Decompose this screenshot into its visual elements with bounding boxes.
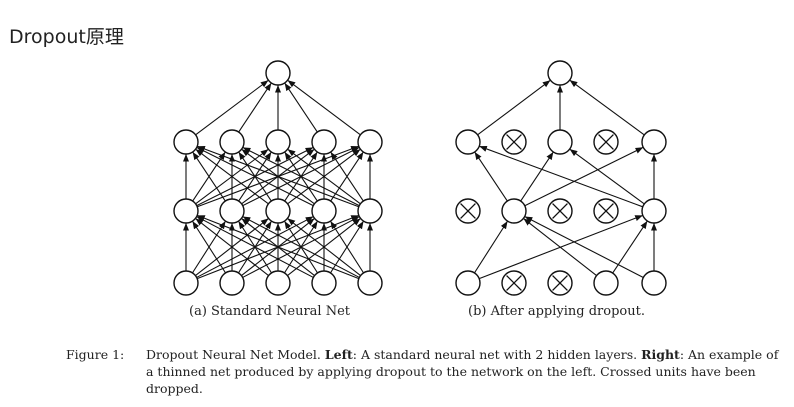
unit-node [641, 129, 667, 155]
unit-node [311, 270, 337, 296]
connection-arrow [569, 79, 645, 136]
connection-arrow [192, 151, 226, 202]
unit-node [265, 60, 291, 86]
connection-arrow [242, 216, 360, 278]
panel-b-caption: (b) After applying dropout. [468, 304, 645, 319]
connection-arrow [242, 146, 360, 207]
connection-arrow [197, 145, 359, 208]
connection-arrow [524, 215, 644, 279]
unit-node [265, 129, 291, 155]
unit-node [455, 129, 481, 155]
unit-node [357, 198, 383, 224]
unit-node [455, 270, 481, 296]
unit-node [265, 270, 291, 296]
connection-arrow [196, 214, 360, 280]
caption-text: Dropout Neural Net Model. Left: A standa… [146, 347, 779, 396]
unit-node [547, 129, 573, 155]
unit-node [311, 198, 337, 224]
unit-node [641, 198, 667, 224]
connection-arrow [196, 216, 314, 278]
connection-arrow [479, 145, 643, 208]
connection-arrow [287, 217, 361, 277]
cross-mark [552, 275, 568, 291]
connection-arrow [474, 151, 508, 202]
unit-node [219, 198, 245, 224]
connection-arrow [569, 148, 645, 205]
connection-arrow [477, 79, 551, 136]
cross-mark [460, 203, 476, 219]
connection-arrow [287, 148, 361, 205]
cross-mark [598, 134, 614, 150]
unit-node [547, 60, 573, 86]
unit-node [173, 198, 199, 224]
cross-mark [552, 203, 568, 219]
unit-node [219, 129, 245, 155]
connection-arrow [287, 79, 361, 136]
unit-node [357, 129, 383, 155]
standard-neural-net [173, 60, 383, 296]
connection-arrow [612, 220, 648, 274]
unit-node [173, 270, 199, 296]
unit-node [357, 270, 383, 296]
connection-arrow [478, 214, 644, 280]
slide-title: Dropout原理 [9, 26, 124, 48]
connection-arrow [195, 79, 269, 136]
figure-caption: Figure 1: Dropout Neural Net Model. Left… [66, 346, 781, 397]
unit-node [641, 270, 667, 296]
connection-arrow [524, 146, 644, 207]
unit-node [311, 129, 337, 155]
unit-node [501, 198, 527, 224]
connection-arrow [284, 82, 318, 133]
unit-node [593, 270, 619, 296]
panel-a-caption: (a) Standard Neural Net [189, 304, 351, 319]
connection-arrow [238, 82, 272, 133]
connection-arrow [329, 220, 365, 274]
connection-arrow [196, 146, 314, 207]
cross-mark [506, 134, 522, 150]
connection-arrow [195, 217, 269, 277]
connection-arrow [520, 151, 554, 202]
unit-node [173, 129, 199, 155]
connection-arrow [330, 151, 364, 202]
thinned-neural-net [455, 60, 667, 296]
figure-label: Figure 1: [66, 347, 125, 362]
connection-arrow [191, 220, 227, 274]
connection-arrow [195, 148, 269, 205]
connection-arrow [473, 220, 509, 274]
unit-node [219, 270, 245, 296]
unit-node [265, 198, 291, 224]
cross-mark [506, 275, 522, 291]
cross-mark [598, 203, 614, 219]
